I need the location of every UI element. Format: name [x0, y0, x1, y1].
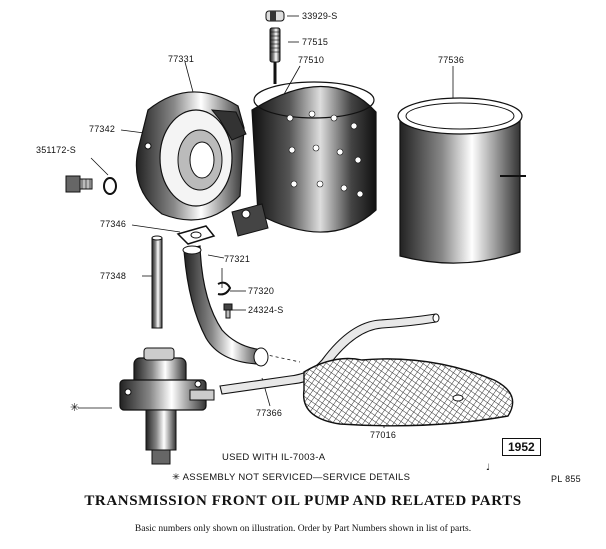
label-77331: 77331 — [168, 54, 195, 64]
label-77321: 77321 — [224, 254, 251, 264]
part-washer-seal — [103, 177, 117, 195]
part-77510-band — [231, 81, 377, 237]
assembly-mark-icon: ✳ — [70, 401, 79, 414]
part-77346-gasket — [176, 225, 216, 245]
plate-number: PL 855 — [551, 474, 581, 484]
label-77366: 77366 — [256, 408, 283, 418]
part-77331-pump-body — [135, 91, 247, 221]
small-mark-icon: ♩ — [486, 463, 490, 473]
part-oil-pump-assembly — [119, 347, 215, 465]
part-77016-screen — [302, 357, 514, 427]
label-77348: 77348 — [100, 271, 127, 281]
label-77346: 77346 — [100, 219, 127, 229]
label-24324s: 24324-S — [248, 305, 284, 315]
label-33929s: 33929-S — [302, 11, 338, 21]
part-33929s-cap — [265, 10, 285, 22]
used-with-note: USED WITH IL-7003-A — [222, 452, 326, 463]
label-77016: 77016 — [370, 430, 397, 440]
part-351172s-plug — [65, 175, 93, 193]
part-77320-clip — [217, 281, 232, 296]
part-77536-drum — [397, 97, 526, 264]
page-subtitle: Basic numbers only shown on illustration… — [134, 524, 472, 534]
year-badge: 1952 — [502, 438, 541, 456]
part-77321-intake-tube — [182, 245, 269, 367]
label-77536: 77536 — [438, 55, 465, 65]
part-77515-strut — [269, 27, 281, 84]
part-77348-tube — [151, 235, 163, 329]
label-77510: 77510 — [298, 55, 325, 65]
label-77515: 77515 — [302, 37, 329, 47]
part-24324s-screw — [223, 303, 233, 319]
page-title: TRANSMISSION FRONT OIL PUMP AND RELATED … — [84, 493, 522, 509]
label-351172s: 351172-S — [36, 145, 76, 155]
assembly-note: ✳ ASSEMBLY NOT SERVICED—SERVICE DETAILS — [172, 472, 411, 483]
label-77320: 77320 — [248, 286, 275, 296]
label-77342: 77342 — [89, 124, 116, 134]
